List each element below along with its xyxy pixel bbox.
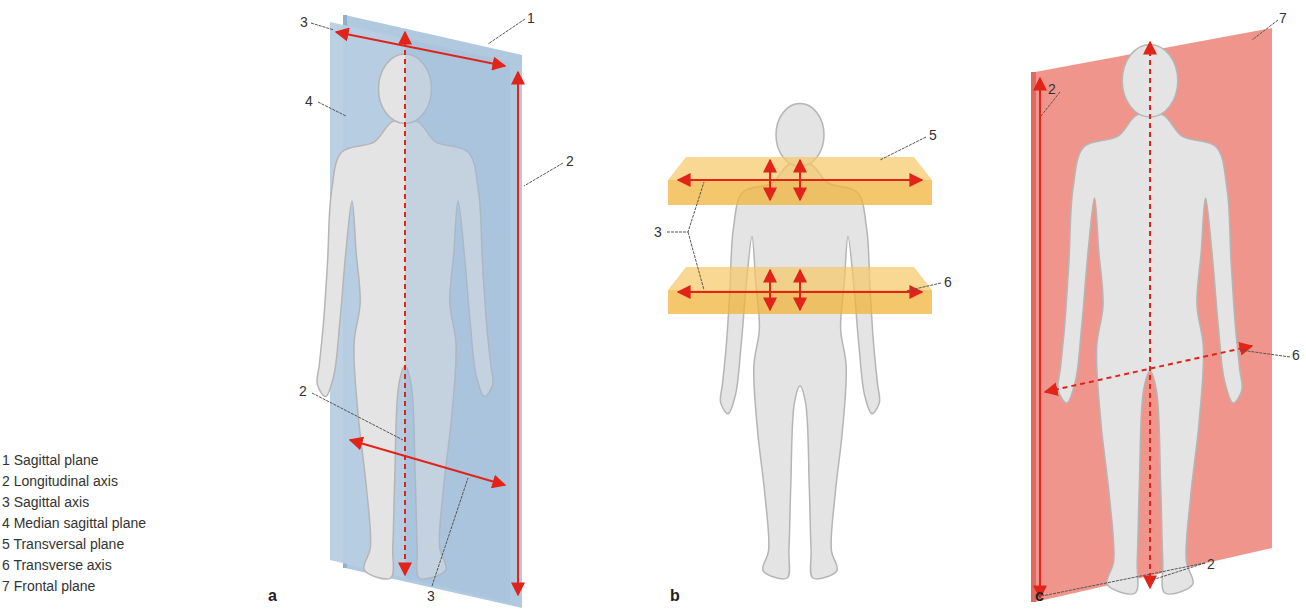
sagittal-axis <box>799 160 801 200</box>
frontal-plane <box>1035 28 1272 602</box>
panel-letter: b <box>670 588 680 604</box>
leader-line <box>524 163 563 186</box>
callout-number: 2 <box>1207 556 1215 572</box>
median-sagittal-plane <box>330 22 510 603</box>
longitudinal-axis <box>404 32 406 575</box>
callout-number: 3 <box>654 224 662 240</box>
plane-edge <box>1031 72 1036 602</box>
legend-text: 2 Longitudinal axis <box>2 473 118 489</box>
longitudinal-axis <box>517 72 519 595</box>
sagittal-axis <box>769 270 771 310</box>
leader-line <box>311 23 334 30</box>
sagittal-axis <box>799 270 801 310</box>
leader-line <box>688 232 704 290</box>
leader-line <box>880 137 926 160</box>
callout-number: 2 <box>299 383 307 399</box>
callout-number: 5 <box>929 127 937 143</box>
callout-number: 4 <box>305 93 313 109</box>
longitudinal-axis <box>1149 42 1151 588</box>
leader-line <box>1042 563 1205 596</box>
body-outline <box>720 162 880 579</box>
leader-line <box>906 283 941 291</box>
leader-line <box>432 478 468 586</box>
legend-text: 7 Frontal plane <box>2 578 95 594</box>
panel-letter: c <box>1035 588 1044 604</box>
callout-number: 2 <box>566 153 574 169</box>
panel-letter: a <box>268 588 277 604</box>
callout-number: 7 <box>1279 10 1287 26</box>
leader-line <box>318 102 346 116</box>
plane-overlay <box>405 22 510 603</box>
leader-line <box>312 393 403 440</box>
callout-number: 1 <box>527 10 535 26</box>
callout-number: 2 <box>1048 81 1056 97</box>
callout-number: 3 <box>427 588 435 604</box>
longitudinal-axis <box>1039 78 1041 598</box>
legend-text: 4 Median sagittal plane <box>2 515 146 531</box>
leader-line <box>1240 350 1290 357</box>
leader-line <box>1152 563 1205 580</box>
leader-line <box>488 19 525 44</box>
legend-text: 1 Sagittal plane <box>2 452 99 468</box>
leader-line <box>1252 20 1278 40</box>
callout-number: 6 <box>1292 347 1300 363</box>
sagittal-axis <box>336 32 505 66</box>
callout-number: 3 <box>300 14 308 30</box>
sagittal-axis <box>350 440 505 485</box>
legend-text: 3 Sagittal axis <box>2 494 89 510</box>
sagittal-axis <box>769 160 771 200</box>
legend-text: 5 Transversal plane <box>2 536 124 552</box>
callout-number: 6 <box>944 274 952 290</box>
leader-line <box>667 182 704 232</box>
head <box>776 104 824 167</box>
legend-text: 6 Transverse axis <box>2 557 112 573</box>
transverse-axis <box>1045 346 1252 392</box>
